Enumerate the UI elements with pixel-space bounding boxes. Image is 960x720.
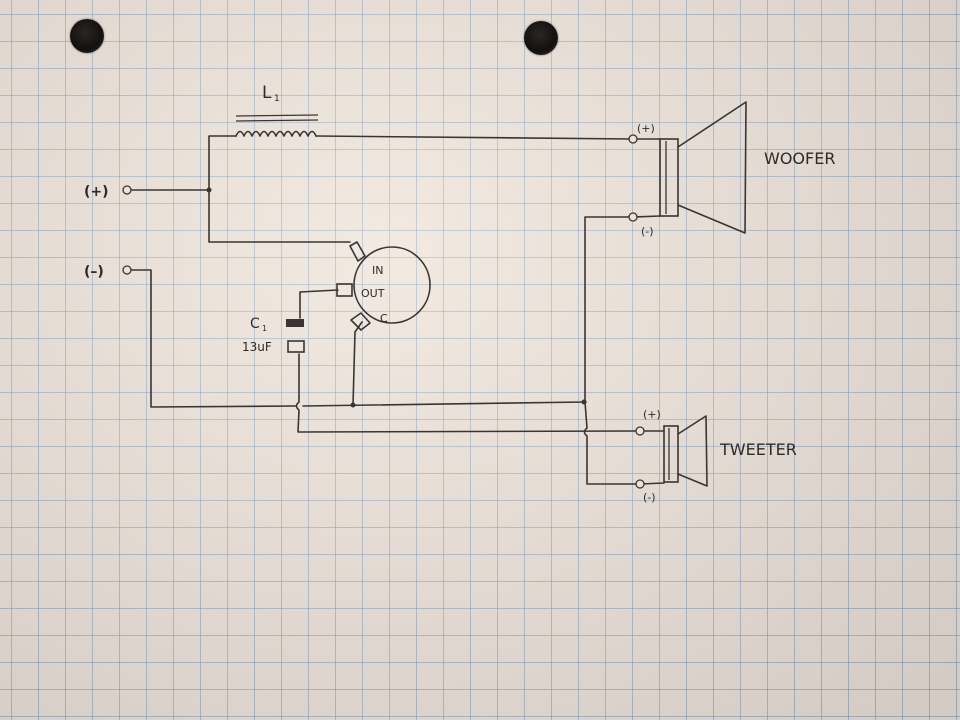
wire-cap-to-tweeter-pos	[295, 353, 641, 433]
woofer-speaker-icon	[631, 101, 747, 234]
wire-input-neg	[130, 269, 297, 408]
input-pos-label: (+)	[84, 184, 109, 200]
inductor-label-sub: 1	[274, 94, 280, 104]
woofer-label: WOOFER	[764, 149, 835, 168]
wire-woofer-neg-down	[584, 216, 633, 403]
tweeter-neg-terminal	[635, 479, 645, 489]
tweeter-pos-terminal	[635, 426, 645, 436]
wire-left-rail	[208, 135, 351, 243]
wire-out-pin-to-cap	[299, 289, 339, 319]
tweeter-pos-label: (+)	[643, 408, 661, 421]
junction-pos	[206, 187, 212, 193]
inductor-l1	[235, 114, 319, 137]
wire-ground-to-tweeter-neg	[583, 401, 639, 485]
inductor-label: L	[262, 83, 272, 103]
three-pin-component	[336, 241, 431, 331]
input-neg-terminal	[122, 265, 132, 275]
woofer-neg-terminal	[628, 212, 638, 222]
tweeter-neg-label: (-)	[643, 491, 656, 504]
capacitor-c1	[286, 319, 305, 353]
pin-label-in: IN	[372, 264, 383, 277]
capacitor-label-sub: 1	[262, 324, 267, 333]
woofer-neg-label: (-)	[641, 225, 654, 238]
punch-hole-left	[70, 19, 104, 53]
tweeter-label: TWEETER	[719, 440, 797, 459]
pin-label-out: OUT	[361, 287, 385, 300]
punch-hole-right	[524, 21, 558, 55]
input-neg-label: (–)	[84, 264, 104, 280]
capacitor-label: C	[250, 316, 260, 332]
wire-c-pin-to-ground	[352, 321, 363, 406]
wire-inductor-to-woofer-pos	[315, 135, 633, 140]
input-pos-terminal	[122, 185, 132, 195]
capacitor-value: 13uF	[242, 340, 272, 354]
pin-label-c: C	[380, 312, 388, 325]
wire-ground-rail	[302, 401, 587, 407]
woofer-pos-terminal	[628, 134, 638, 144]
woofer-pos-label: (+)	[637, 122, 655, 135]
tweeter-speaker-icon	[639, 415, 708, 487]
